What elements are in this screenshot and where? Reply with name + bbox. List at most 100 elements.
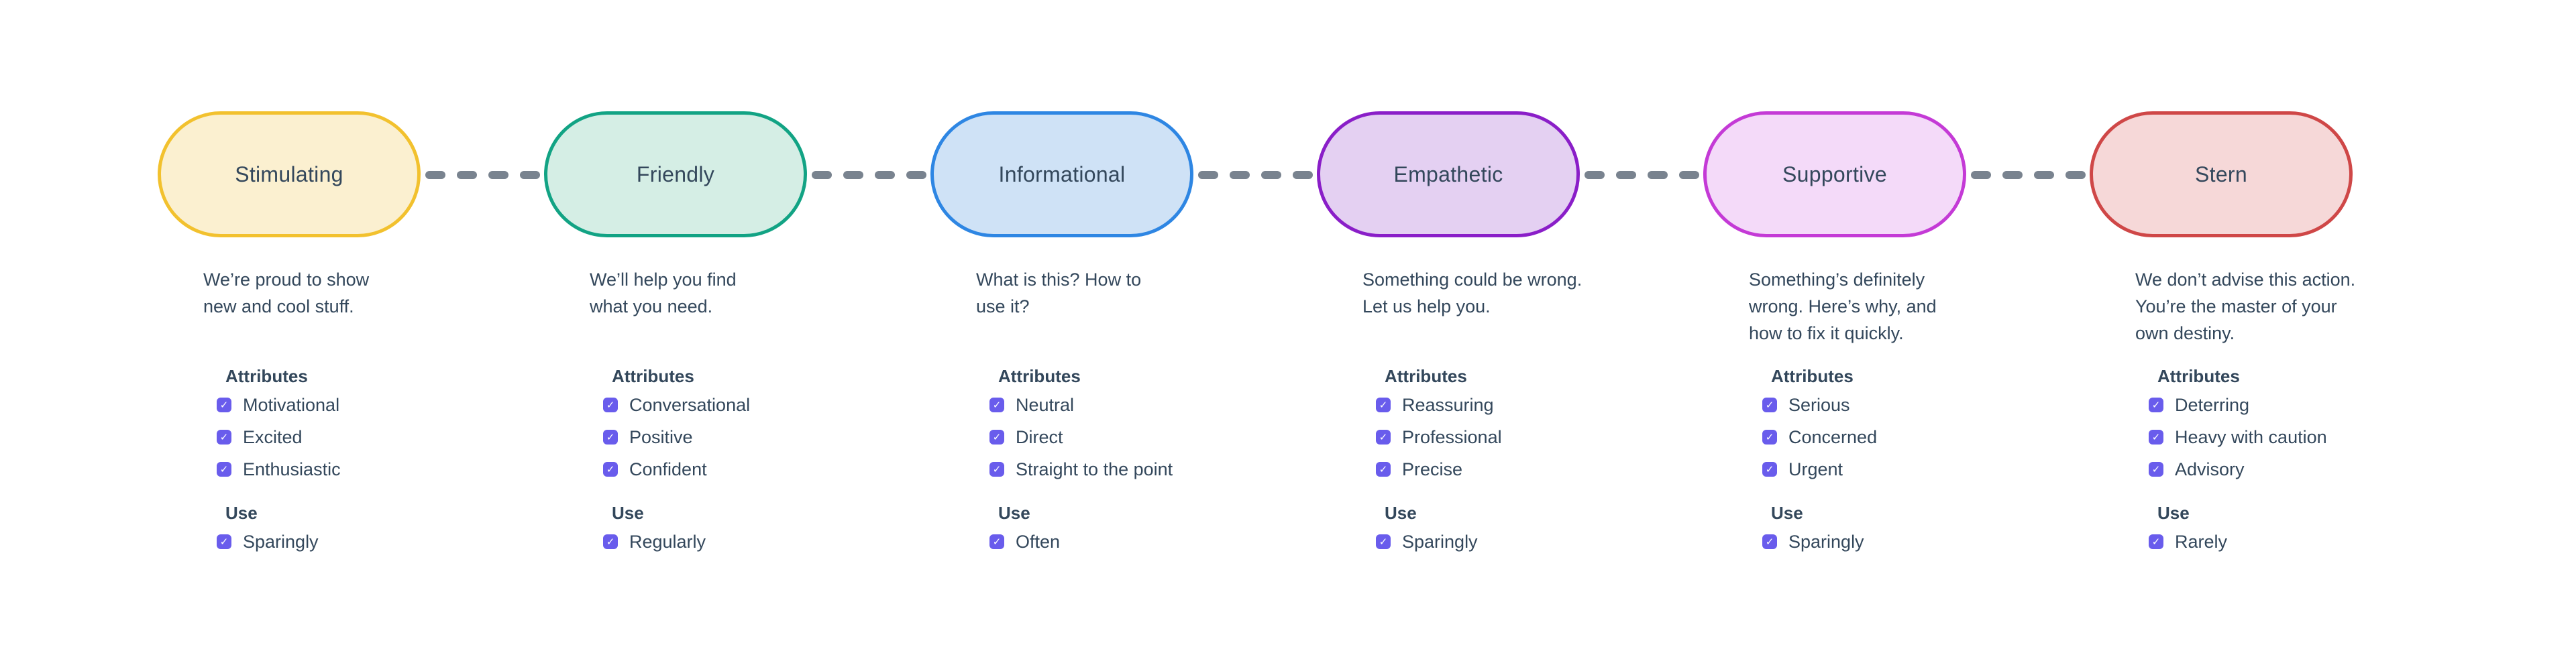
attribute-label: Positive (629, 426, 693, 447)
dash (2002, 171, 2023, 179)
checkbox-checked-icon[interactable] (603, 462, 618, 477)
checkbox-checked-icon[interactable] (217, 462, 231, 477)
dash (1615, 171, 1636, 179)
checkbox-checked-icon[interactable] (989, 430, 1004, 445)
attribute-label: Neutral (1016, 394, 1075, 415)
checkbox-checked-icon[interactable] (989, 462, 1004, 477)
tone-pill-label: Informational (998, 162, 1126, 186)
checkbox-checked-icon[interactable] (1376, 430, 1391, 445)
checkbox-checked-icon[interactable] (989, 534, 1004, 549)
description-line: what you need. (590, 296, 713, 316)
dash (456, 171, 477, 179)
connector-dashed-line (421, 171, 544, 179)
attributes-label: Attributes (225, 366, 308, 386)
attribute-row: Deterring (2149, 389, 2414, 421)
attribute-label: Heavy with caution (2175, 426, 2327, 447)
use-value-label: Rarely (2175, 531, 2228, 552)
checkbox-checked-icon[interactable] (603, 534, 618, 549)
attribute-label: Deterring (2175, 394, 2250, 415)
use-row: Regularly (603, 526, 869, 558)
description-line: Let us help you. (1362, 296, 1491, 316)
tone-pill-label: Supportive (1782, 162, 1887, 186)
attribute-label: Direct (1016, 426, 1063, 447)
dash (1584, 171, 1605, 179)
checkbox-checked-icon[interactable] (1762, 534, 1777, 549)
tone-column-friendly: Friendly We’ll help you find what you ne… (482, 0, 869, 558)
tone-pill: Informational (930, 111, 1193, 237)
checkbox-checked-icon[interactable] (1376, 398, 1391, 412)
use-label: Use (612, 503, 644, 523)
dash (1292, 171, 1313, 179)
checkbox-checked-icon[interactable] (2149, 398, 2163, 412)
use-label: Use (225, 503, 258, 523)
attribute-row: Conversational (603, 389, 869, 421)
tone-column-stern: Stern We don’t advise this action. You’r… (2028, 0, 2414, 558)
checkbox-checked-icon[interactable] (1762, 430, 1777, 445)
attribute-label: Professional (1402, 426, 1502, 447)
attribute-label: Advisory (2175, 459, 2245, 479)
checkbox-checked-icon[interactable] (603, 398, 618, 412)
attribute-label: Excited (243, 426, 303, 447)
attribute-row: Motivational (217, 389, 482, 421)
attributes-label: Attributes (998, 366, 1081, 386)
dash (1678, 171, 1699, 179)
tone-pill: Supportive (1703, 111, 1966, 237)
use-label: Use (1771, 503, 1803, 523)
checkbox-checked-icon[interactable] (2149, 430, 2163, 445)
attribute-row: Reassuring (1376, 389, 1642, 421)
tone-column-stimulating: Stimulating We’re proud to show new and … (96, 0, 482, 558)
checkbox-checked-icon[interactable] (2149, 534, 2163, 549)
dash (1197, 171, 1218, 179)
checkbox-checked-icon[interactable] (2149, 462, 2163, 477)
attribute-row: Straight to the point (989, 453, 1255, 485)
use-label: Use (1385, 503, 1417, 523)
dash (519, 171, 540, 179)
tone-column-supportive: Supportive Something’s definitely wrong.… (1642, 0, 2028, 558)
connector-dashed-line (1193, 171, 1317, 179)
tone-spectrum-diagram: Stimulating We’re proud to show new and … (96, 0, 2414, 558)
checkbox-checked-icon[interactable] (217, 398, 231, 412)
attributes-label: Attributes (1771, 366, 1854, 386)
checkbox-checked-icon[interactable] (217, 534, 231, 549)
dash (1647, 171, 1668, 179)
attribute-row: Enthusiastic (217, 453, 482, 485)
tone-description: What is this? How to use it? (976, 266, 1255, 366)
tone-pill-label: Friendly (636, 162, 715, 186)
dash (425, 171, 445, 179)
description-line: We’re proud to show (203, 270, 370, 290)
checkbox-checked-icon[interactable] (989, 398, 1004, 412)
description-line: Something could be wrong. (1362, 270, 1582, 290)
tone-description: Something could be wrong. Let us help yo… (1362, 266, 1642, 366)
connector-dashed-line (1580, 171, 1703, 179)
checkbox-checked-icon[interactable] (1376, 462, 1391, 477)
checkbox-checked-icon[interactable] (217, 430, 231, 445)
tone-description: Something’s definitely wrong. Here’s why… (1749, 266, 2028, 366)
description-line: wrong. Here’s why, and (1749, 296, 1937, 316)
attribute-row: Confident (603, 453, 869, 485)
attribute-label: Motivational (243, 394, 340, 415)
description-line: Something’s definitely (1749, 270, 1925, 290)
description-line: use it? (976, 296, 1030, 316)
attribute-label: Concerned (1788, 426, 1878, 447)
attribute-row: Heavy with caution (2149, 421, 2414, 453)
attribute-row: Neutral (989, 389, 1255, 421)
attribute-label: Enthusiastic (243, 459, 341, 479)
dash (811, 171, 832, 179)
tone-pill-label: Stern (2195, 162, 2247, 186)
use-value-label: Often (1016, 531, 1061, 552)
tone-description: We’ll help you find what you need. (590, 266, 869, 366)
connector-dashed-line (1966, 171, 2090, 179)
attributes-label: Attributes (1385, 366, 1467, 386)
use-row: Rarely (2149, 526, 2414, 558)
checkbox-checked-icon[interactable] (1762, 462, 1777, 477)
use-row: Sparingly (217, 526, 482, 558)
checkbox-checked-icon[interactable] (1376, 534, 1391, 549)
checkbox-checked-icon[interactable] (603, 430, 618, 445)
attribute-row: Positive (603, 421, 869, 453)
use-value-label: Sparingly (1402, 531, 1478, 552)
checkbox-checked-icon[interactable] (1762, 398, 1777, 412)
use-row: Sparingly (1762, 526, 2028, 558)
tone-pill: Friendly (544, 111, 807, 237)
tone-pill: Stimulating (158, 111, 421, 237)
dash (874, 171, 895, 179)
